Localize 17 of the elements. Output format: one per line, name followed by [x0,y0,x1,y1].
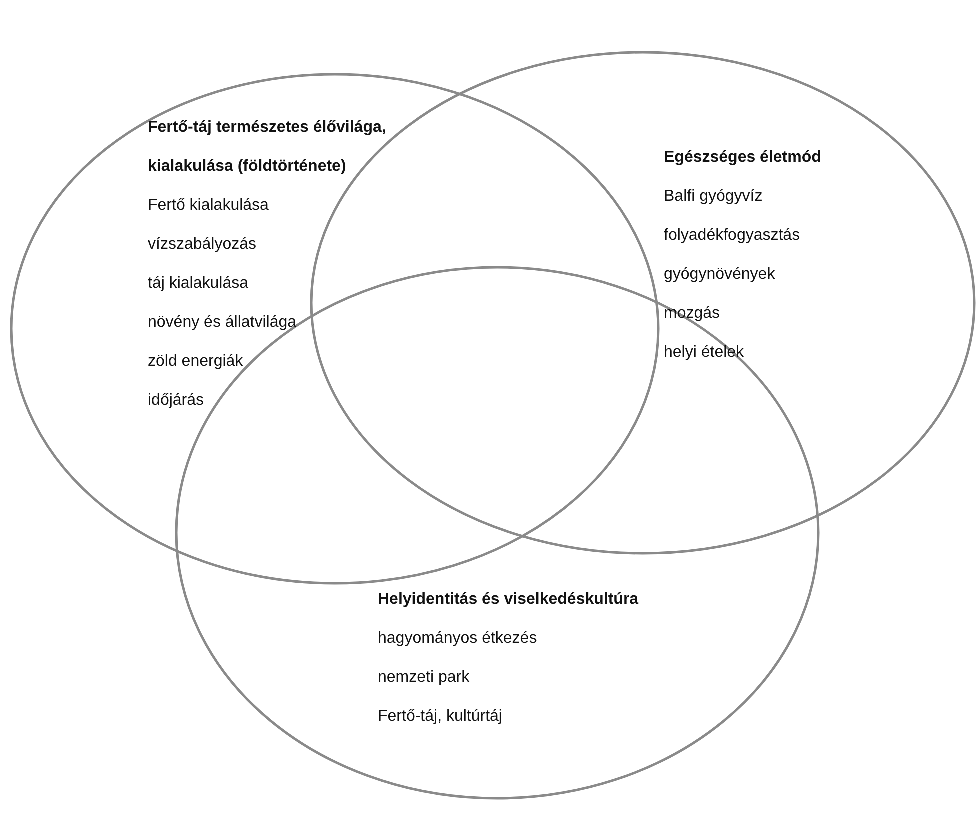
list-item: Fertő-táj, kultúrtáj [378,707,502,727]
list-item: helyi ételek [664,343,744,363]
list-item: Balfi gyógyvíz [664,187,763,207]
list-item: gyógynövények [664,265,776,285]
list-item: folyadékfogyasztás [664,226,800,246]
list-item: Fertő kialakulása [148,196,269,216]
set-heading: Helyidentitás és viselkedéskultúra [378,590,639,610]
list-item: hagyományos étkezés [378,629,538,649]
set-heading: Fertő-táj természetes élővilága, kialakulása (földtörténete) [148,118,388,177]
list-item: táj kialakulása [148,274,248,294]
list-item: zöld energiák [148,352,244,372]
list-item: időjárás [148,391,204,411]
set-heading: Egészséges életmód [664,148,822,168]
list-item: mozgás [664,304,720,324]
list-item: vízszabályozás [148,235,256,255]
list-item: növény és állatvilága [148,313,297,333]
list-item: nemzeti park [378,668,470,688]
